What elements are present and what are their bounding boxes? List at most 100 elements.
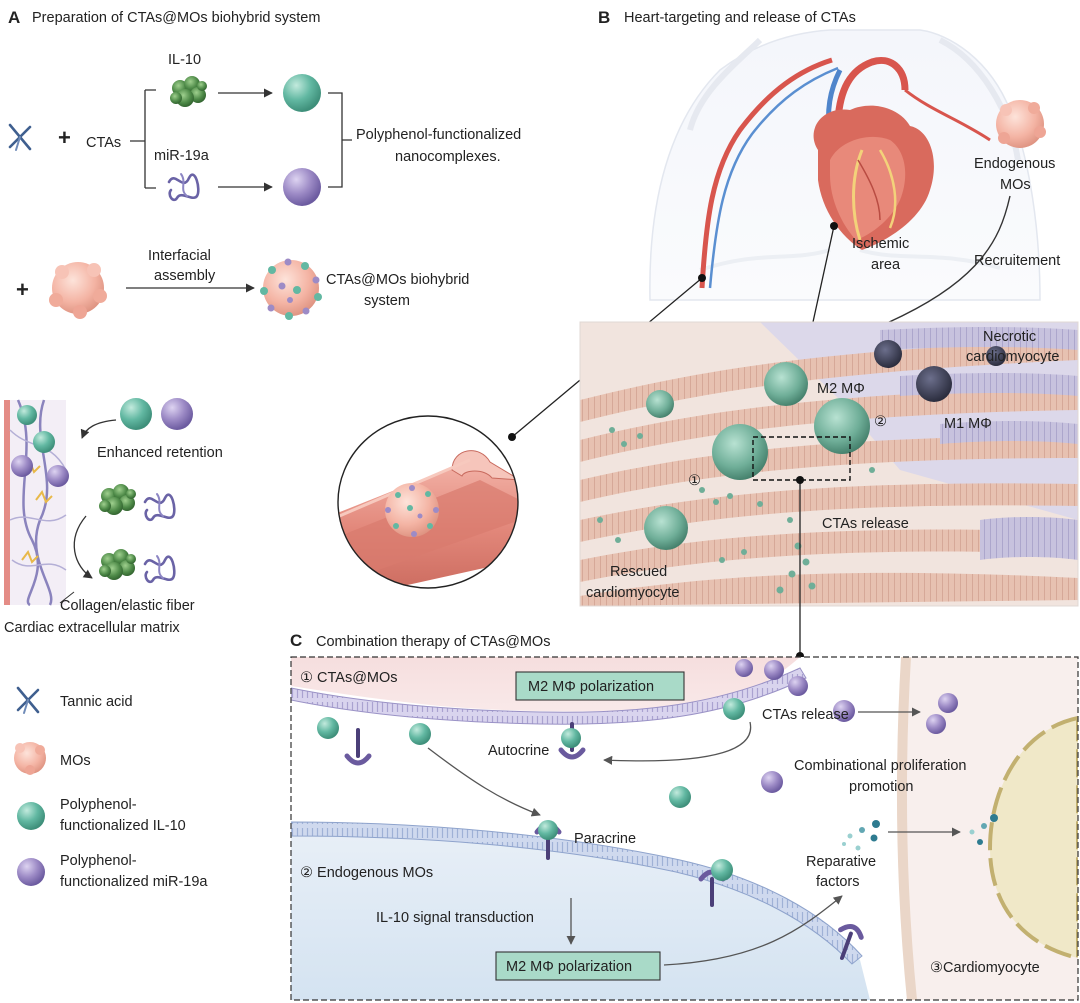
ctas-bracket (130, 89, 156, 189)
reparative-factor-dots (842, 814, 998, 851)
ecm-illustration (4, 399, 69, 607)
collagen-label: Collagen/elastic fiber (60, 598, 195, 614)
biohybrid-label-2: system (364, 293, 410, 309)
heart-illustration (813, 105, 934, 250)
panel-b-title: Heart-targeting and release of CTAs (624, 10, 856, 26)
legend-mir-label-1: Polyphenol- (60, 853, 137, 869)
vein-vessel (708, 66, 839, 289)
legend-il10-icon (17, 802, 45, 830)
cardiomyocyte-label: ③Cardiomyocyte (930, 960, 1040, 976)
m2-macrophage-cells (644, 362, 870, 550)
retention-arrow (80, 419, 117, 439)
vessel-zoom-circle (337, 415, 519, 589)
rescued-label-2: cardiomyocyte (586, 585, 679, 601)
released-particles (597, 427, 875, 594)
m2-polarization-top-box (515, 671, 685, 701)
cardiomyocyte-nucleus (987, 715, 1078, 961)
retention-protein-icon-1 (99, 484, 136, 515)
endogenous-label: ② Endogenous MOs (300, 865, 433, 881)
legend-mir-label-2: functionalized miR-19a (60, 874, 208, 890)
endogenous-mos-label-2: MOs (1000, 177, 1031, 193)
biohybrid-label-1: CTAs@MOs biohybrid (326, 272, 469, 288)
step-1-number: ① (688, 473, 701, 489)
recruitement-label: Recruitement (974, 253, 1060, 269)
recruitement-arrow (849, 195, 1011, 340)
panel-c-title: Combination therapy of CTAs@MOs (316, 634, 550, 650)
m2-polarization-bottom-box (495, 951, 661, 981)
panel-a: A Preparation of CTAs@MOs biohybrid syst… (4, 8, 521, 890)
signal-label: IL-10 signal transduction (376, 910, 534, 926)
legend-mir-icon (17, 858, 45, 886)
legend-il10-label-1: Polyphenol- (60, 797, 137, 813)
panel-c: C Combination therapy of CTAs@MOs (290, 631, 1079, 1001)
mir19a-particle (283, 168, 321, 206)
ctas-label: CTAs (86, 135, 121, 151)
c-ctas-release-label: CTAs release (762, 707, 849, 723)
collagen-pointer (59, 591, 75, 604)
retention-strand-icon-2 (143, 554, 176, 584)
ischemic-label-1: Ischemic (852, 236, 909, 252)
prolif-label-1: Combinational proliferation (794, 758, 967, 774)
interfacial-label-2: assembly (154, 268, 216, 284)
polarization-to-factors-arrow (663, 895, 843, 966)
ischemic-dot (830, 222, 838, 230)
nanocomplex-bracket (328, 92, 352, 188)
panel-b: B Heart-targeting and release of CTAs Is… (337, 8, 1079, 660)
ctas-mos-label: ① CTAs@MOs (300, 670, 398, 686)
mos-cell-icon (49, 262, 107, 319)
autocrine-label: Autocrine (488, 743, 549, 759)
legend-tannic-icon (16, 686, 40, 715)
panel-b-letter: B (598, 8, 610, 27)
cardiomyocyte-membrane (897, 657, 917, 1000)
biohybrid-cell-icon (260, 258, 322, 320)
necrotic-label-1: Necrotic (983, 329, 1036, 345)
m1-label: M1 MΦ (944, 416, 992, 432)
panel-c-letter: C (290, 631, 302, 650)
paracrine-arrow (427, 747, 541, 817)
vessel-dot (698, 274, 706, 282)
panel-a-title: Preparation of CTAs@MOs biohybrid system (32, 10, 320, 26)
reparative-label-1: Reparative (806, 854, 876, 870)
tissue-ctas-release-label: CTAs release (822, 516, 909, 532)
plus-sign-1: + (58, 125, 71, 150)
legend-tannic-label: Tannic acid (60, 694, 133, 710)
legend-mos-label: MOs (60, 753, 91, 769)
m2-label: M2 MΦ (817, 381, 865, 397)
panel-a-letter: A (8, 8, 20, 27)
step-2-number: ② (874, 414, 887, 430)
plus-sign-2: + (16, 277, 29, 302)
legend: Tannic acid MOs Polyphenol- functionaliz… (14, 686, 208, 890)
release-curve-arrow (73, 515, 93, 579)
mir19a-strand-icon (167, 172, 200, 202)
rescued-label-1: Rescued (610, 564, 667, 580)
aorta-vessel (834, 57, 909, 121)
m1-macrophage-cells (874, 340, 1006, 402)
legend-il10-label-2: functionalized IL-10 (60, 818, 186, 834)
retention-protein-icon-2 (99, 549, 136, 580)
zoom-dot (508, 433, 516, 441)
paracrine-label: Paracrine (574, 831, 636, 847)
top-mos-membrane (291, 667, 807, 725)
panel-c-particles (317, 659, 958, 881)
retention-teal-particle (120, 398, 152, 430)
bottom-mos-membrane (291, 821, 863, 965)
ischemic-label-2: area (871, 257, 901, 273)
retention-strand-icon-1 (143, 492, 176, 522)
endogenous-mos-icon (996, 100, 1046, 148)
il10-protein-icon (170, 76, 207, 107)
legend-mos-icon (14, 742, 46, 775)
il10-particle (283, 74, 321, 112)
prolif-label-2: promotion (849, 779, 913, 795)
interfacial-label-1: Interfacial (148, 248, 211, 264)
m2-polarization-top-label: M2 MΦ polarization (528, 679, 654, 695)
m2-polarization-bottom-label: M2 MΦ polarization (506, 959, 632, 975)
nanocomplex-label-2: nanocomplexes. (395, 149, 501, 165)
endogenous-mos-label-1: Endogenous (974, 156, 1055, 172)
necrotic-label-2: cardiomyocyte (966, 349, 1059, 365)
mir19a-label: miR-19a (154, 148, 210, 164)
right-artery-vessel (904, 88, 991, 142)
panel-c-border (290, 656, 1079, 1001)
tannic-acid-icon (8, 123, 32, 152)
autocrine-arrow (603, 721, 752, 765)
il10-label: IL-10 (168, 52, 201, 68)
